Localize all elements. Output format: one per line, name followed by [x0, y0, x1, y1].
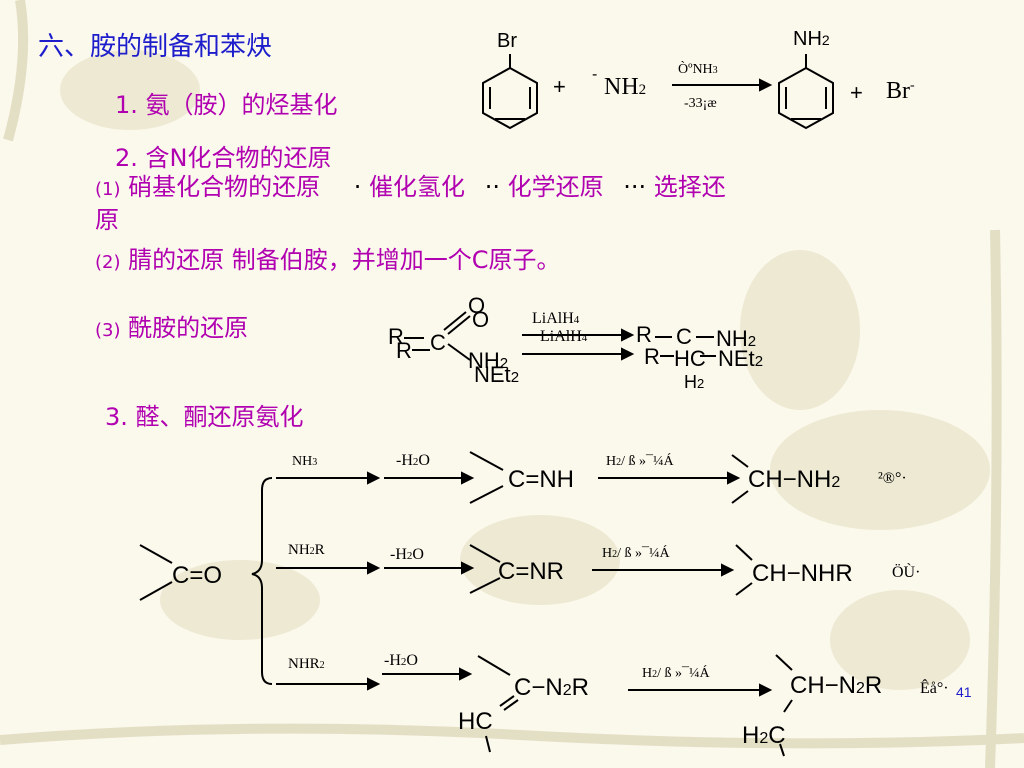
plus-sign-1: + [553, 74, 566, 99]
product-net2: NEt2 [718, 346, 764, 371]
item-3-label: 3. 醛、酮还原氨化 [105, 403, 304, 431]
br-substituent: Br [497, 30, 517, 52]
product-r-2: R [644, 344, 660, 369]
row-2-reagent: NH2R [288, 542, 325, 558]
slide-heading: 六、胺的制备和苯炔 [38, 32, 273, 62]
sub-1-wrap: 原 [95, 206, 119, 234]
row-2-catalyst: H2/ ß »¯¼Á [602, 546, 670, 561]
amide-oxygen-2: O [472, 307, 490, 332]
row-2-loss: -H2O [390, 546, 424, 563]
product-c-1: C [676, 324, 692, 349]
amide-nh2: NH2 [468, 348, 509, 373]
row-3-product: CH−N2R [790, 672, 883, 699]
product-r-1: R [636, 322, 652, 347]
sub-3-line: (3) 酰胺的还原 [95, 314, 249, 342]
plus-sign-2: + [850, 80, 863, 105]
benzene-ring-reactant [482, 54, 538, 130]
row-1-product: CH−NH2 [748, 466, 841, 493]
amide-oxygen-1: O [468, 293, 486, 318]
row-1-loss: -H2O [396, 452, 430, 469]
row-1-reagent: NH3 [292, 454, 318, 469]
sub-1-line: (1) 硝基化合物的还原 · 催化氢化 ·· 化学还原 ··· 选择还 [95, 173, 726, 201]
row-1-note: ²®°· [878, 470, 907, 487]
item-2-label: 2. 含N化合物的还原 [115, 144, 332, 172]
amide-carbon: C [430, 330, 446, 355]
ketone-carbonyl: C=O [172, 562, 223, 589]
row-3-h2c: H2C [742, 722, 786, 749]
sub-2-line: (2) 腈的还原 制备伯胺，并增加一个C原子。 [95, 246, 561, 274]
row-1-catalyst: H2/ ß »¯¼Á [606, 454, 674, 469]
row-3-catalyst: H2/ ß »¯¼Á [642, 666, 710, 681]
amide-ion: NH2 [604, 74, 647, 100]
row-3-hc: HC [458, 708, 493, 735]
amide-reagent-1: LiAlH4 [532, 310, 580, 327]
reaction-1-arrow [672, 78, 773, 92]
product-h2: H2 [684, 372, 705, 392]
bromide-ion: Br- [886, 78, 915, 104]
reaction-1-condition-bottom: -33¡æ [684, 96, 717, 111]
row-3-imine: C−N2R [514, 674, 589, 701]
amide-r-2: R [396, 338, 412, 363]
benzene-ring-product [778, 54, 834, 130]
aniline-nh2: NH2 [793, 28, 830, 50]
row-2-note: ÖÙ· [892, 564, 921, 581]
amide-reagent-2: LiAlH4 [540, 328, 588, 345]
row-3-note: Êå°· [920, 680, 949, 697]
row-2-imine: C=NR [498, 558, 565, 585]
row-3-loss: -H2O [384, 652, 418, 669]
row-2-product: CH−NHR [752, 560, 853, 587]
reaction-1-condition-top: ÒºNH3 [678, 62, 718, 77]
amide-r-1: R [388, 324, 404, 349]
amide-ion-charge: - [592, 66, 598, 83]
page-number: 41 [956, 684, 972, 700]
product-hc: HC [674, 346, 706, 371]
amide-net2: NEt2 [474, 362, 520, 387]
product-nh2: NH2 [716, 326, 757, 351]
item-1-label: 1. 氨（胺）的烃基化 [115, 91, 338, 119]
row-1-imine: C=NH [508, 466, 575, 493]
row-3-reagent: NHR2 [288, 656, 325, 672]
